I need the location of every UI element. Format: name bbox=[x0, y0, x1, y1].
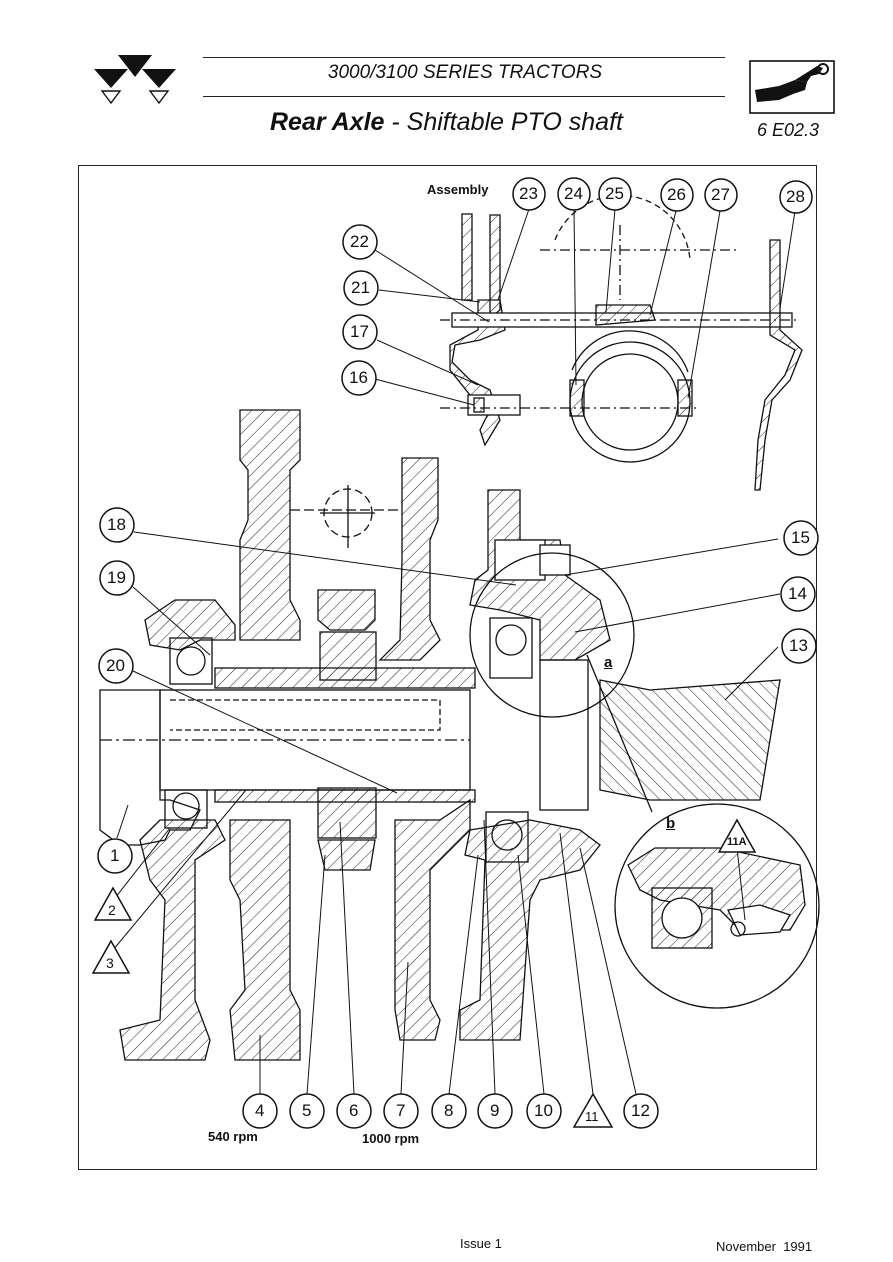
callout-20-label: 20 bbox=[106, 656, 125, 675]
drawing-frame bbox=[78, 165, 817, 1170]
callout-26 bbox=[660, 178, 694, 212]
callout-19-label: 19 bbox=[107, 568, 126, 587]
callout-28 bbox=[779, 180, 813, 214]
callout-23-label: 23 bbox=[519, 184, 538, 203]
title-bold: Rear Axle bbox=[270, 108, 385, 136]
callout-17 bbox=[342, 314, 378, 350]
callout-1-label: 1 bbox=[110, 846, 120, 865]
title-rest: - Shiftable PTO shaft bbox=[384, 108, 623, 136]
callout-14-label: 14 bbox=[788, 584, 807, 603]
header-rule-middle bbox=[203, 96, 725, 97]
callout-2-label: 2 bbox=[108, 902, 116, 918]
callout-11-label: 11 bbox=[585, 1109, 599, 1124]
callout-3-triangle bbox=[91, 939, 131, 974]
callout-11-triangle bbox=[572, 1092, 614, 1128]
callout-1 bbox=[97, 838, 133, 874]
assembly-detail bbox=[440, 194, 803, 491]
callout-9 bbox=[477, 1093, 513, 1129]
callout-24-label: 24 bbox=[564, 184, 583, 203]
callout-25 bbox=[598, 177, 632, 211]
callout-27 bbox=[704, 178, 738, 212]
page-code: 6 E02.3 bbox=[757, 120, 820, 140]
callout-5 bbox=[289, 1093, 325, 1129]
callout-9-label: 9 bbox=[490, 1101, 500, 1120]
callouts bbox=[91, 177, 819, 1129]
speed-540-label: 540 rpm bbox=[208, 1129, 258, 1144]
page-title: Rear Axle - Shiftable PTO shaft bbox=[270, 108, 623, 137]
callout-15-label: 15 bbox=[791, 528, 810, 547]
callout-15 bbox=[783, 520, 819, 556]
main-section bbox=[99, 409, 820, 1061]
callout-2-triangle bbox=[93, 886, 133, 921]
callout-12-label: 12 bbox=[631, 1101, 650, 1120]
detail-b-label: b bbox=[666, 815, 676, 832]
callout-13 bbox=[781, 628, 817, 664]
callout-24 bbox=[557, 177, 591, 211]
callout-17-label: 17 bbox=[350, 322, 369, 341]
callout-4 bbox=[242, 1093, 278, 1129]
callout-28-label: 28 bbox=[786, 187, 805, 206]
callout-7-label: 7 bbox=[396, 1101, 406, 1120]
callout-6 bbox=[336, 1093, 372, 1129]
callout-5-label: 5 bbox=[302, 1101, 312, 1120]
callout-12 bbox=[623, 1093, 659, 1129]
wrench-hand-icon bbox=[749, 60, 835, 114]
callout-6-label: 6 bbox=[349, 1101, 359, 1120]
callout-3-label: 3 bbox=[106, 955, 114, 971]
header-rule-top bbox=[203, 57, 725, 58]
callout-23 bbox=[512, 177, 546, 211]
callout-16-label: 16 bbox=[349, 368, 368, 387]
speed-1000-label: 1000 rpm bbox=[362, 1131, 420, 1146]
callout-7 bbox=[383, 1093, 419, 1129]
assembly-label: Assembly bbox=[427, 182, 489, 197]
callout-21 bbox=[343, 270, 379, 306]
date-label: November 1991 bbox=[716, 1239, 813, 1254]
callout-10 bbox=[526, 1093, 562, 1129]
callout-27-label: 27 bbox=[711, 185, 730, 204]
issue-label: Issue 1 bbox=[460, 1236, 502, 1251]
callout-19 bbox=[99, 560, 135, 596]
callout-14 bbox=[780, 576, 816, 612]
callout-13-label: 13 bbox=[789, 636, 808, 655]
company-logo bbox=[94, 55, 176, 105]
callout-22 bbox=[342, 224, 378, 260]
callout-22-label: 22 bbox=[350, 232, 369, 251]
detail-a-label: a bbox=[604, 654, 613, 671]
callout-4-label: 4 bbox=[255, 1101, 265, 1120]
callout-11a-triangle bbox=[717, 818, 757, 853]
callout-16 bbox=[341, 360, 377, 396]
leader-lines bbox=[112, 208, 796, 1095]
callout-18 bbox=[99, 507, 135, 543]
callout-8 bbox=[431, 1093, 467, 1129]
callout-10-label: 10 bbox=[534, 1101, 553, 1120]
callout-21-label: 21 bbox=[351, 278, 370, 297]
callout-18-label: 18 bbox=[107, 515, 126, 534]
callout-20 bbox=[98, 648, 134, 684]
series-heading: 3000/3100 SERIES TRACTORS bbox=[327, 62, 603, 83]
callout-11a-label: 11A bbox=[727, 836, 747, 848]
callout-25-label: 25 bbox=[605, 184, 624, 203]
callout-8-label: 8 bbox=[444, 1101, 454, 1120]
callout-26-label: 26 bbox=[667, 185, 686, 204]
